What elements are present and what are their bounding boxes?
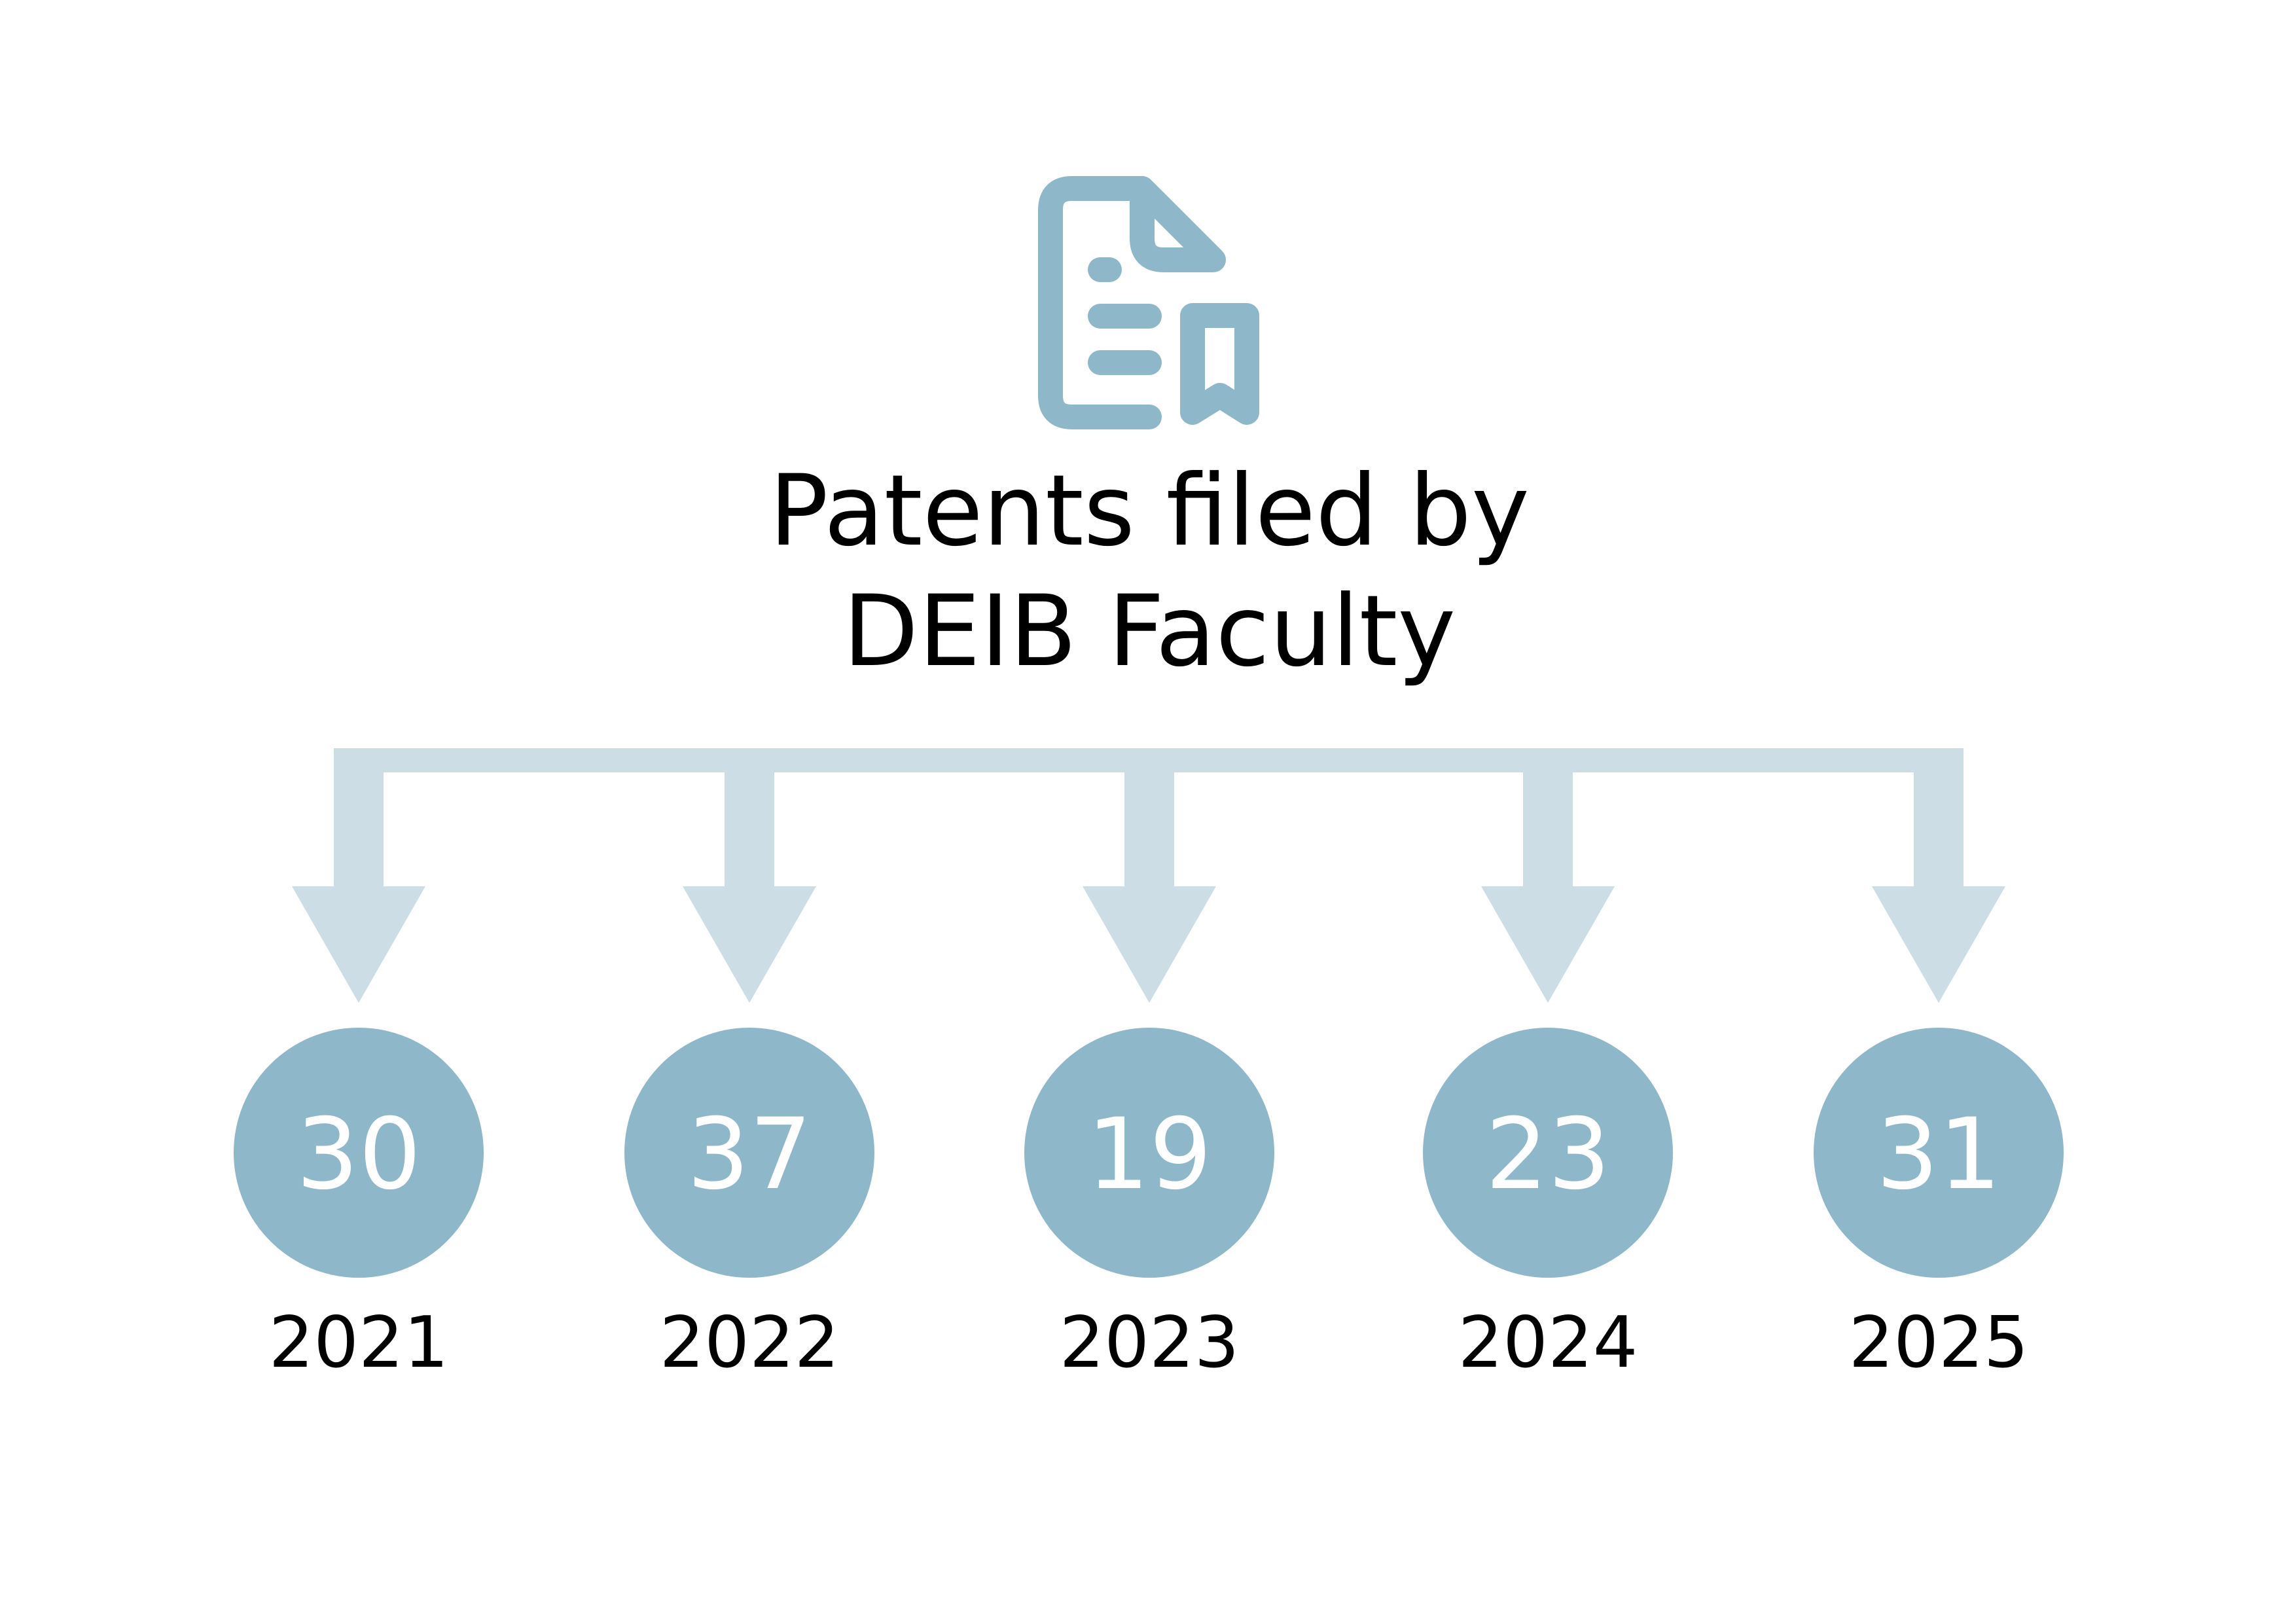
year-label-2021: 2021	[269, 1302, 449, 1384]
patent-document-bookmark-icon	[1050, 189, 1247, 417]
down-arrow-2023	[1083, 748, 1216, 1003]
down-arrow-2025	[1872, 748, 2005, 1003]
value-label-2022: 37	[687, 1098, 812, 1212]
value-label-2021: 30	[296, 1098, 422, 1212]
year-label-2025: 2025	[1849, 1302, 2029, 1384]
value-label-2025: 31	[1876, 1098, 2001, 1212]
down-arrow-2024	[1481, 748, 1615, 1003]
down-arrow-2021	[292, 748, 425, 1003]
value-label-2024: 23	[1486, 1098, 1611, 1212]
year-label-2024: 2024	[1458, 1302, 1638, 1384]
year-label-2022: 2022	[660, 1302, 840, 1384]
title-line-1: Patents filed by	[769, 454, 1530, 568]
down-arrow-2022	[683, 748, 816, 1003]
title-line-2: DEIB Faculty	[843, 575, 1456, 689]
branch-connector	[292, 748, 2005, 1003]
year-label-2023: 2023	[1060, 1302, 1240, 1384]
year-nodes: 30 2021 37 2022 19 2023 23 2024 31 2025	[234, 1028, 2064, 1384]
value-label-2023: 19	[1087, 1098, 1212, 1212]
